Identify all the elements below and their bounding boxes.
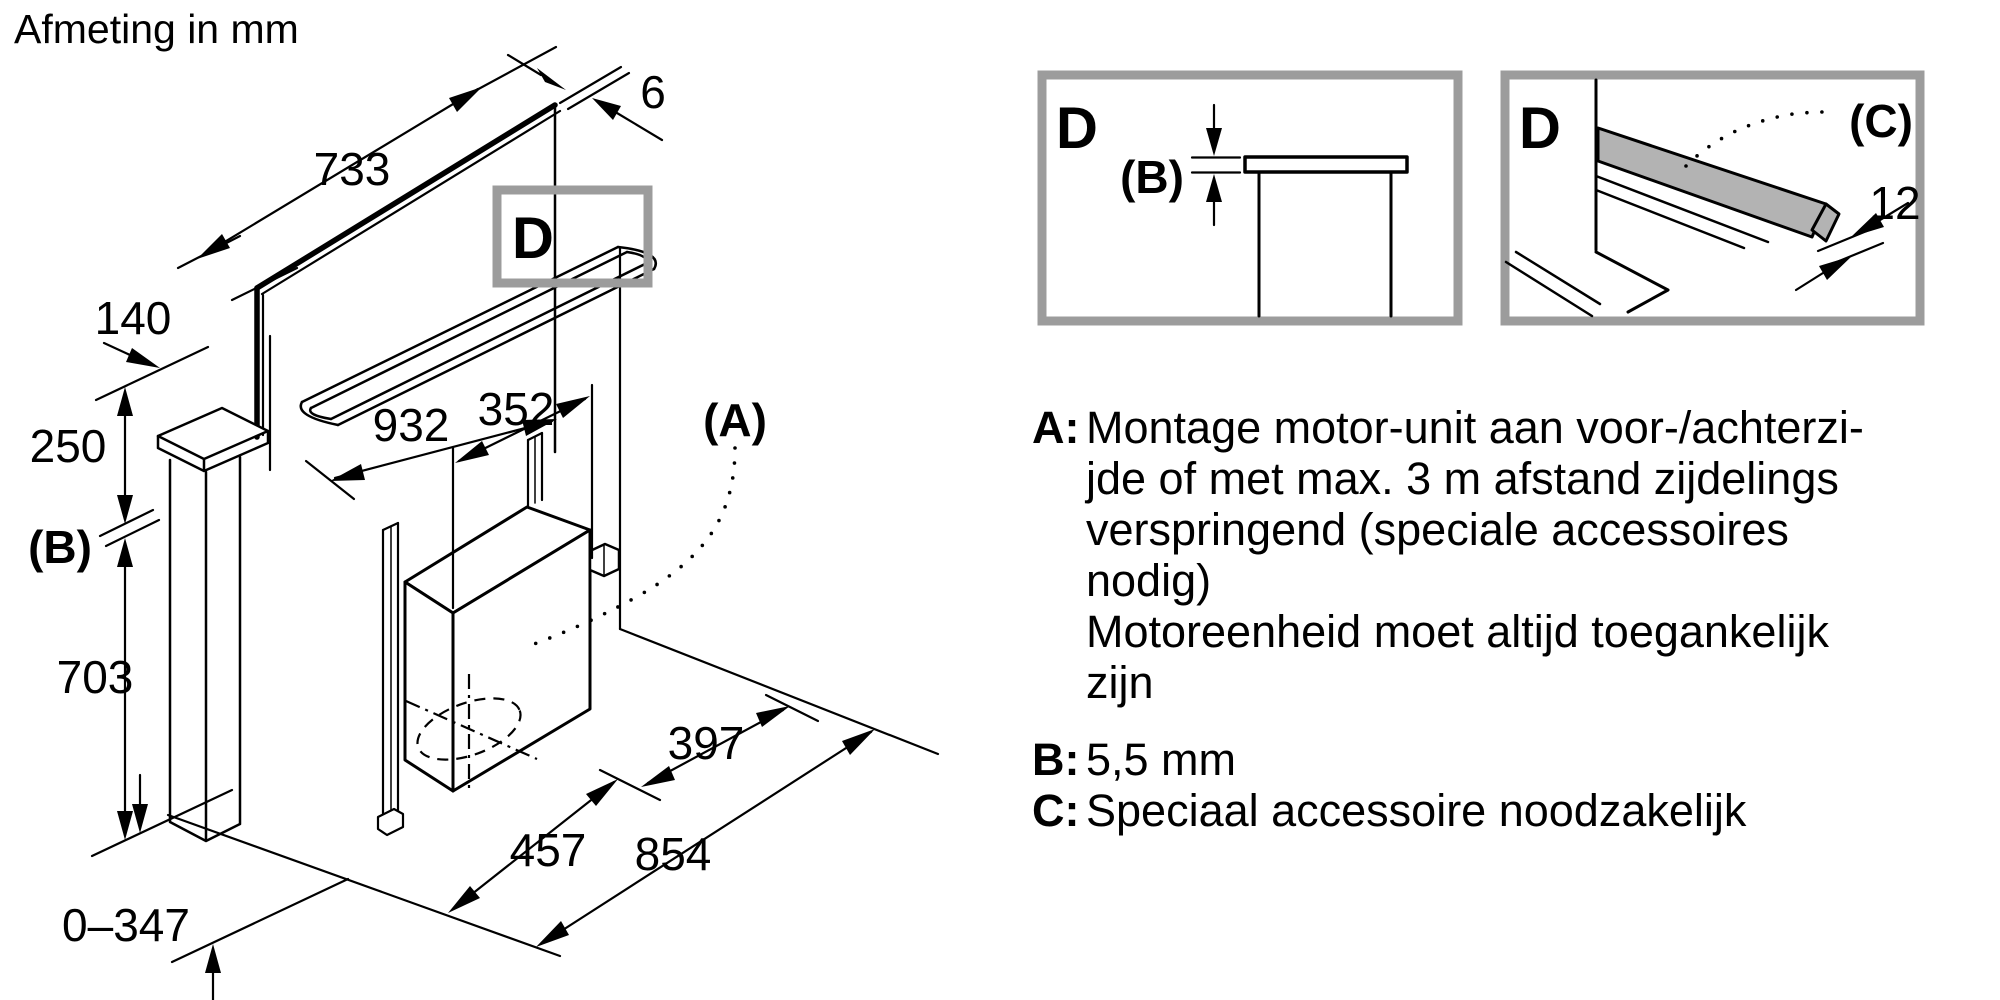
slide-rail-rear bbox=[526, 431, 544, 508]
dim-0-347-label: 0–347 bbox=[62, 899, 190, 951]
detail-box-section-label: D bbox=[1056, 96, 1098, 161]
dim-250: 250 bbox=[30, 387, 133, 524]
detail-box-accessory-label: D bbox=[1519, 96, 1561, 161]
dim-397-label: 397 bbox=[668, 717, 745, 769]
detail-callout-frame bbox=[492, 185, 653, 288]
note-b-label: B: bbox=[1032, 734, 1080, 785]
dim-140-label: 140 bbox=[95, 292, 172, 344]
detail-b-ref-label: (B) bbox=[1120, 151, 1184, 203]
dim-6-label: 6 bbox=[640, 66, 666, 118]
notes-block: A: Montage motor-unit aan voor-/achterzi… bbox=[1032, 402, 1982, 836]
dim-733-label: 733 bbox=[314, 143, 391, 195]
page-title: Afmeting in mm bbox=[14, 6, 299, 52]
dim-854-label: 854 bbox=[635, 828, 712, 880]
leader-c-dots bbox=[1684, 110, 1824, 168]
dim-397: 397 bbox=[598, 693, 820, 802]
ref-c-label: (C) bbox=[1849, 95, 1913, 147]
dim-932-label: 932 bbox=[373, 399, 450, 451]
note-c-label: C: bbox=[1032, 785, 1080, 836]
note-b-text: 5,5 mm bbox=[1086, 734, 1237, 785]
dimensions: 733 6 140 bbox=[28, 45, 875, 1000]
ref-a-label: (A) bbox=[703, 394, 767, 446]
dim-457-label: 457 bbox=[510, 824, 587, 876]
dim-457: 457 bbox=[448, 779, 618, 913]
duct-column bbox=[168, 455, 242, 843]
dim-b-gap: (B) bbox=[28, 508, 161, 573]
reference-lines bbox=[90, 246, 940, 964]
dim-733: 733 bbox=[176, 45, 558, 270]
motor-unit bbox=[403, 505, 621, 793]
glass-panel bbox=[254, 102, 562, 454]
dim-12-label: 12 bbox=[1869, 177, 1920, 229]
note-c: C: Speciaal accessoire noodzakelijk bbox=[1032, 785, 1982, 836]
mounting-plate bbox=[156, 406, 270, 473]
note-bc: B: 5,5 mm C: Speciaal accessoire noodzak… bbox=[1032, 734, 1982, 836]
note-a-label: A: bbox=[1032, 402, 1080, 453]
note-a-text: Montage motor-unit aan voor-/achterzi- j… bbox=[1086, 402, 1864, 708]
dim-352: 352 bbox=[451, 383, 594, 610]
detail-box-accessory: D (C) 12 bbox=[1500, 70, 1925, 326]
dim-932: 932 bbox=[304, 399, 557, 501]
detail-box-section: D (B) bbox=[1037, 70, 1463, 326]
downdraft-unit-drawing: D (A) bbox=[90, 102, 940, 964]
detail-box-section-frame bbox=[1037, 70, 1463, 326]
note-a: A: Montage motor-unit aan voor-/achterzi… bbox=[1032, 402, 1982, 708]
dim-703: 703 bbox=[57, 538, 134, 840]
dim-854: 854 bbox=[536, 729, 875, 947]
dim-140: 140 bbox=[95, 266, 299, 402]
dim-352-label: 352 bbox=[478, 383, 555, 435]
outlet-dashed-circle bbox=[416, 697, 522, 761]
worktop-plate bbox=[1243, 155, 1409, 174]
dim-703-label: 703 bbox=[57, 651, 134, 703]
detail-box-accessory-frame bbox=[1500, 70, 1925, 326]
note-c-text: Speciaal accessoire noodzakelijk bbox=[1086, 785, 1747, 836]
slide-rail-front bbox=[376, 521, 405, 837]
accessory-strip bbox=[1596, 126, 1828, 239]
dim-6: 6 bbox=[506, 53, 666, 142]
note-b: B: 5,5 mm bbox=[1032, 734, 1982, 785]
dim-0-347: 0–347 bbox=[62, 773, 221, 1000]
detail-callout-label: D bbox=[512, 206, 554, 271]
dim-250-label: 250 bbox=[30, 420, 107, 472]
ref-b-label: (B) bbox=[28, 521, 92, 573]
